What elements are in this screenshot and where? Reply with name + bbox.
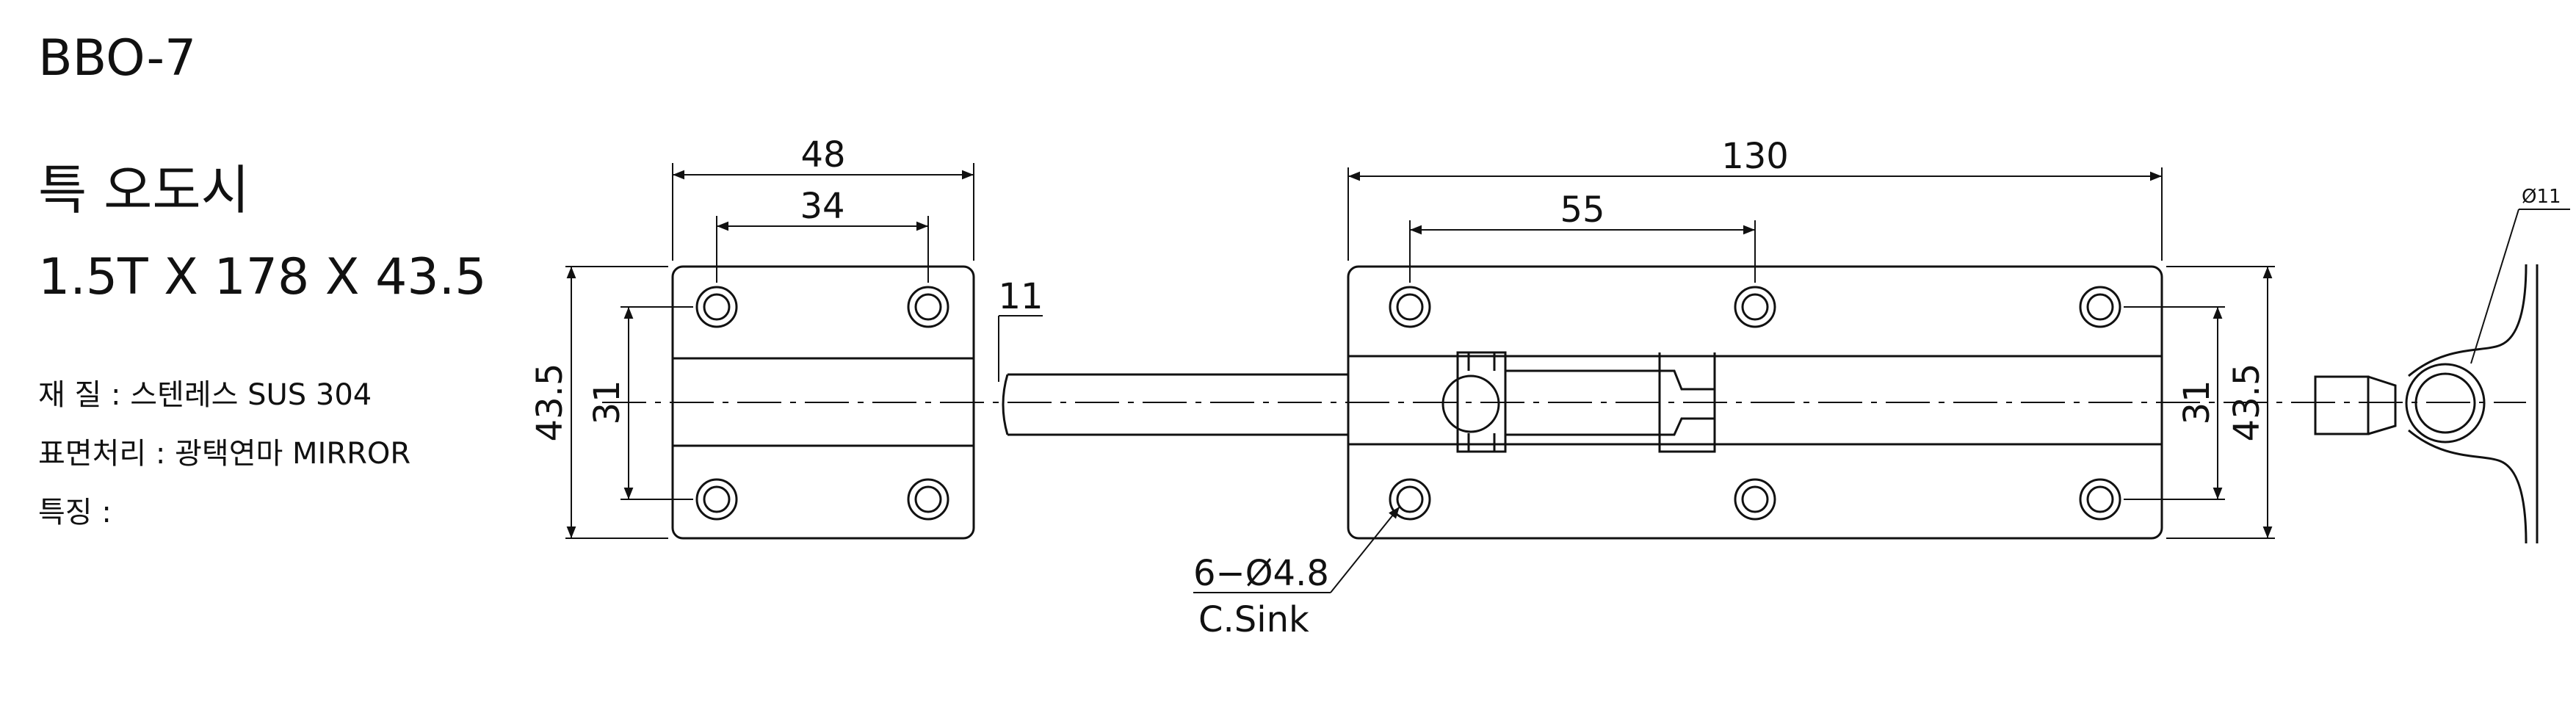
- body-holes: [1389, 286, 2121, 521]
- hole-spec-label: 6−Ø4.8: [1193, 553, 1329, 594]
- side-view: [2314, 264, 2539, 544]
- product-name: 특 오도시: [38, 159, 250, 221]
- dimension-lines: [565, 163, 2275, 593]
- material-spec: 재 질 : 스텐레스 SUS 304: [38, 378, 372, 412]
- dimension-labels: 48 34 11 130 55 43.5 31 31 43.5 6−Ø4.8 C…: [529, 134, 2268, 640]
- keeper-holes: [695, 286, 949, 521]
- feature-spec: 특징 :: [38, 496, 112, 529]
- dim-left-43.5-label: 43.5: [529, 363, 571, 442]
- knob-diameter-label: Ø11: [2522, 186, 2561, 208]
- finish-spec: 표면처리 : 광택연마 MIRROR: [38, 437, 411, 471]
- countersink-label: C.Sink: [1198, 599, 1309, 640]
- bolt-rod: [1002, 373, 1348, 436]
- dim-55-label: 55: [1560, 189, 1604, 231]
- dim-34-label: 34: [800, 186, 844, 227]
- product-size: 1.5T X 178 X 43.5: [38, 248, 487, 306]
- dim-11-label: 11: [998, 276, 1043, 317]
- dim-left-31-label: 31: [587, 380, 628, 424]
- model-code: BBO-7: [38, 29, 197, 87]
- knob-leader: [2470, 209, 2519, 364]
- dim-right-31-label: 31: [2177, 380, 2218, 424]
- dim-48-label: 48: [800, 134, 845, 176]
- dim-130-label: 130: [1721, 136, 1789, 177]
- dim-right-43.5-label: 43.5: [2226, 363, 2268, 442]
